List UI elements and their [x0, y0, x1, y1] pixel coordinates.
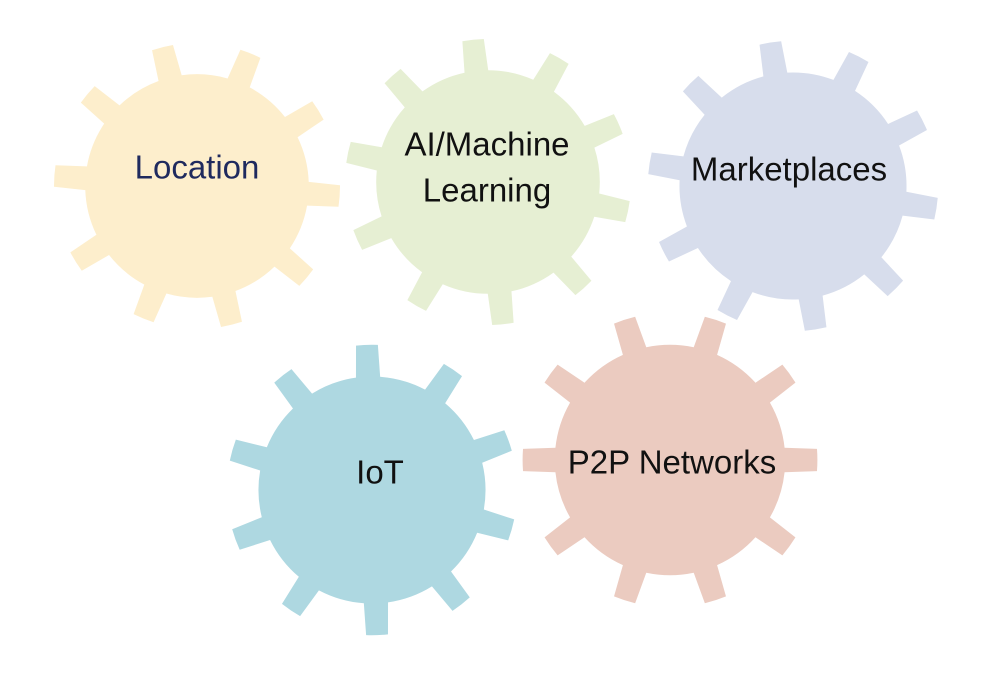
- gear-shape-iot: [229, 344, 515, 636]
- gear-label-ai-ml-line-2: Learning: [423, 172, 551, 209]
- gear-shape-location: [53, 45, 341, 327]
- gear-label-location: Location: [135, 149, 260, 186]
- gear-marketplaces: Marketplaces: [648, 41, 938, 331]
- gear-label-iot: IoT: [356, 454, 404, 491]
- gear-label-p2p: P2P Networks: [568, 444, 776, 481]
- gear-location: Location: [53, 45, 341, 327]
- gear-shape-ai-ml: [346, 39, 630, 325]
- gear-iot: IoT: [229, 344, 515, 636]
- gear-label-marketplaces: Marketplaces: [691, 151, 887, 188]
- gear-shape-p2p: [522, 316, 818, 604]
- gear-shape-marketplaces: [648, 41, 938, 331]
- gear-label-ai-ml-line-1: AI/Machine: [404, 126, 569, 163]
- gear-p2p: P2P Networks: [522, 316, 818, 604]
